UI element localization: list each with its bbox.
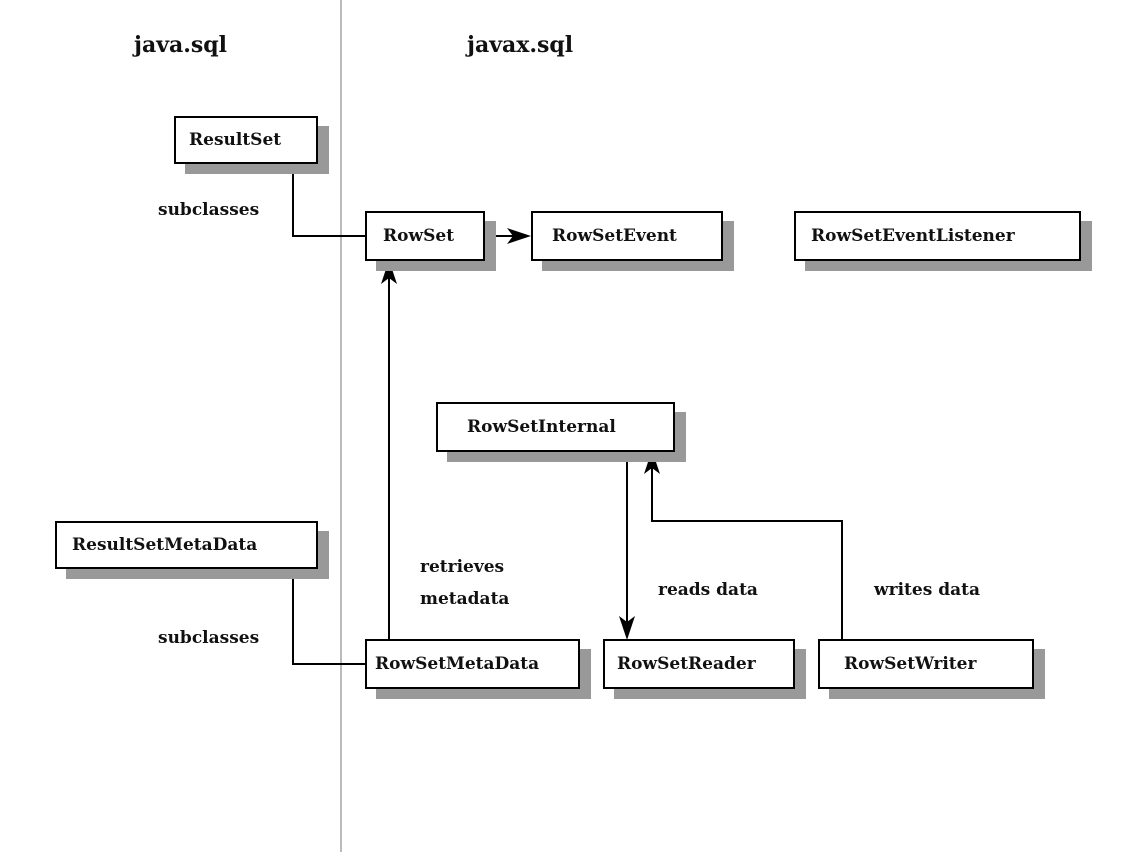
label-writes-data: writes data (874, 580, 980, 600)
class-box-row-set-event-listener: RowSetEventListener (794, 211, 1081, 261)
class-box-row-set-reader: RowSetReader (603, 639, 795, 689)
label-reads-data: reads data (658, 580, 758, 600)
rowset-event-arrowhead (507, 228, 531, 244)
package-title-java-sql: java.sql (134, 32, 228, 58)
label-subclasses-bottom: subclasses (158, 628, 260, 648)
rowset-arrowhead (381, 260, 397, 284)
class-box-row-set-internal: RowSetInternal (436, 402, 675, 452)
class-box-row-set-meta-data: RowSetMetaData (365, 639, 580, 689)
subclasses-connector-top (292, 164, 365, 237)
reader-arrowhead (619, 616, 635, 640)
label-retrieves: retrieves (420, 557, 505, 577)
label-subclasses-top: subclasses (158, 200, 260, 220)
class-box-result-set: ResultSet (174, 116, 318, 164)
internal-arrowhead (644, 450, 660, 474)
writes-data-connector (651, 462, 843, 640)
class-box-row-set-writer: RowSetWriter (818, 639, 1034, 689)
subclasses-connector-bottom (292, 568, 365, 665)
package-title-javax-sql: javax.sql (467, 32, 574, 58)
class-box-result-set-meta-data: ResultSetMetaData (55, 521, 318, 569)
class-box-row-set: RowSet (365, 211, 485, 261)
class-box-row-set-event: RowSetEvent (531, 211, 723, 261)
label-metadata: metadata (420, 589, 510, 609)
